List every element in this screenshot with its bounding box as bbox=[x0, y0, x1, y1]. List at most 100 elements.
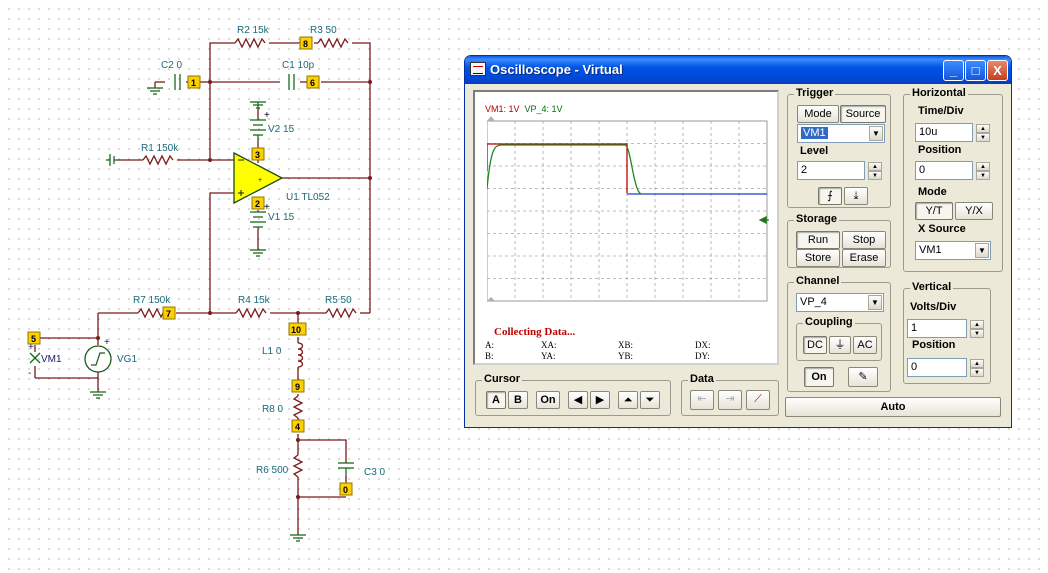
collecting-status: Collecting Data... bbox=[494, 326, 576, 338]
node-7: 7 bbox=[166, 309, 171, 319]
oscilloscope-window: Oscilloscope - Virtual _ □ X VM1: 1V VP_… bbox=[464, 55, 1012, 428]
node-8: 8 bbox=[303, 39, 308, 49]
xsource-select[interactable]: VM1 ▼ bbox=[915, 241, 991, 260]
auto-button[interactable]: Auto bbox=[785, 397, 1001, 417]
cursor-on-button[interactable]: On bbox=[536, 391, 560, 409]
window-title: Oscilloscope - Virtual bbox=[490, 62, 623, 77]
h-position-input[interactable]: 0 ▲▼ bbox=[915, 161, 990, 180]
ground-coupling-icon[interactable]: ⏚ bbox=[829, 336, 851, 354]
cursor-b-button[interactable]: B bbox=[508, 391, 528, 409]
voltsdiv-input[interactable]: 1 ▲▼ bbox=[907, 319, 984, 338]
label-vg1: VG1 bbox=[117, 354, 137, 365]
close-button[interactable]: X bbox=[987, 60, 1008, 81]
data-group-title: Data bbox=[688, 373, 716, 385]
maximize-button[interactable]: □ bbox=[965, 60, 986, 81]
data-plot-icon[interactable]: ⟋ bbox=[746, 390, 770, 410]
node-4: 4 bbox=[295, 422, 300, 432]
data-export-icon[interactable]: ⇥ bbox=[718, 390, 742, 410]
node-0: 0 bbox=[343, 485, 348, 495]
data-group: Data ⇤ ⇥ ⟋ bbox=[681, 373, 779, 416]
timediv-label: Time/Div bbox=[918, 105, 964, 117]
channel-on-button[interactable]: On bbox=[804, 367, 834, 387]
rising-edge-icon[interactable]: ⨍ bbox=[818, 187, 842, 205]
label-c1: C1 10p bbox=[282, 60, 315, 71]
oscilloscope-app-icon bbox=[470, 62, 486, 76]
timediv-spinner[interactable]: ▲▼ bbox=[976, 124, 990, 143]
timediv-input[interactable]: 10u ▲▼ bbox=[915, 123, 990, 142]
node-2: 2 bbox=[255, 199, 260, 209]
mode-yx-button[interactable]: Y/X bbox=[955, 202, 993, 220]
label-l1: L1 0 bbox=[262, 346, 282, 357]
channel-title: Channel bbox=[794, 275, 842, 287]
trigger-source-select[interactable]: VM1 ▼ bbox=[797, 124, 885, 143]
label-c2: C2 0 bbox=[161, 60, 183, 71]
ac-button[interactable]: AC bbox=[853, 336, 877, 354]
label-r1: R1 150k bbox=[141, 143, 179, 154]
chevron-down-icon[interactable]: ▼ bbox=[975, 243, 989, 258]
minimize-button[interactable]: _ bbox=[943, 60, 964, 81]
probe-pen-icon[interactable]: ✎ bbox=[848, 367, 878, 387]
xsource-label: X Source bbox=[918, 223, 966, 235]
readout-xb: XB: bbox=[618, 340, 634, 350]
node-3: 3 bbox=[255, 150, 260, 160]
trace-vm1 bbox=[487, 143, 628, 193]
label-vm1: VM1 bbox=[41, 354, 62, 365]
horizontal-group: Horizontal Time/Div 10u ▲▼ Position 0 ▲▼… bbox=[903, 87, 1003, 272]
run-button[interactable]: Run bbox=[796, 231, 840, 249]
voltsdiv-label: Volts/Div bbox=[910, 301, 957, 313]
title-bar[interactable]: Oscilloscope - Virtual _ □ X bbox=[465, 56, 1011, 84]
mode-yt-button[interactable]: Y/T bbox=[915, 202, 953, 220]
level-spinner[interactable]: ▲▼ bbox=[868, 162, 882, 181]
trigger-group: Trigger Mode Source VM1 ▼ Level 2 ▲▼ ⨍ ⤓ bbox=[787, 87, 891, 208]
v-position-spinner[interactable]: ▲▼ bbox=[970, 359, 984, 378]
trigger-source-button[interactable]: Source bbox=[840, 105, 886, 123]
label-r3: R3 50 bbox=[310, 25, 337, 36]
v-position-input[interactable]: 0 ▲▼ bbox=[907, 358, 984, 377]
legend-vp4: VP_4: 1V bbox=[524, 104, 563, 114]
horizontal-title: Horizontal bbox=[910, 87, 968, 99]
stop-button[interactable]: Stop bbox=[842, 231, 886, 249]
readout-xa: XA: bbox=[541, 340, 557, 350]
waveform-plot bbox=[487, 116, 769, 302]
h-position-spinner[interactable]: ▲▼ bbox=[976, 162, 990, 181]
channel-select[interactable]: VP_4 ▼ bbox=[796, 293, 884, 312]
cursor-up-icon[interactable]: ⏶ bbox=[618, 391, 638, 409]
node-6: 6 bbox=[310, 78, 315, 88]
trigger-title: Trigger bbox=[794, 87, 836, 99]
cursor-a-button[interactable]: A bbox=[486, 391, 506, 409]
vertical-group: Vertical Volts/Div 1 ▲▼ Position 0 ▲▼ bbox=[903, 281, 991, 384]
label-r8: R8 0 bbox=[262, 404, 284, 415]
data-import-icon[interactable]: ⇤ bbox=[690, 390, 714, 410]
mode-label: Mode bbox=[918, 186, 947, 198]
chevron-down-icon[interactable]: ▼ bbox=[868, 295, 882, 310]
channel-group: Channel VP_4 ▼ Coupling DC ⏚ AC On ✎ bbox=[787, 275, 891, 392]
trigger-mode-button[interactable]: Mode bbox=[797, 105, 839, 123]
circuit-schematic: + 8 1 6 3 2 5 7 10 9 4 0 R2 15k R3 50 C2… bbox=[27, 25, 386, 542]
label-c3: C3 0 bbox=[364, 467, 386, 478]
ground-marker-icon bbox=[758, 216, 769, 224]
dc-button[interactable]: DC bbox=[803, 336, 827, 354]
voltsdiv-spinner[interactable]: ▲▼ bbox=[970, 320, 984, 339]
cursor-down-icon[interactable]: ⏷ bbox=[640, 391, 660, 409]
vertical-title: Vertical bbox=[910, 281, 954, 293]
label-r6: R6 500 bbox=[256, 465, 289, 476]
legend-vm1: VM1: 1V bbox=[485, 104, 520, 114]
falling-edge-icon[interactable]: ⤓ bbox=[844, 187, 868, 205]
label-v1: V1 15 bbox=[268, 212, 295, 223]
cursor-left-icon[interactable]: ◀ bbox=[568, 391, 588, 409]
node-5: 5 bbox=[31, 334, 36, 344]
trigger-marker bbox=[487, 116, 495, 121]
coupling-group: Coupling DC ⏚ AC bbox=[796, 316, 882, 361]
label-u1: U1 TL052 bbox=[286, 192, 330, 203]
label-r5: R5 50 bbox=[325, 295, 352, 306]
label-r7: R7 150k bbox=[133, 295, 171, 306]
store-button[interactable]: Store bbox=[796, 249, 840, 267]
erase-button[interactable]: Erase bbox=[842, 249, 886, 267]
trigger-level-input[interactable]: 2 ▲▼ bbox=[797, 161, 882, 180]
cursor-right-icon[interactable]: ▶ bbox=[590, 391, 610, 409]
svg-text:+: + bbox=[264, 202, 270, 213]
trace-vp4 bbox=[487, 144, 642, 195]
svg-text:+: + bbox=[28, 342, 34, 353]
chevron-down-icon[interactable]: ▼ bbox=[869, 126, 883, 141]
storage-group: Storage Run Stop Store Erase bbox=[787, 213, 891, 268]
